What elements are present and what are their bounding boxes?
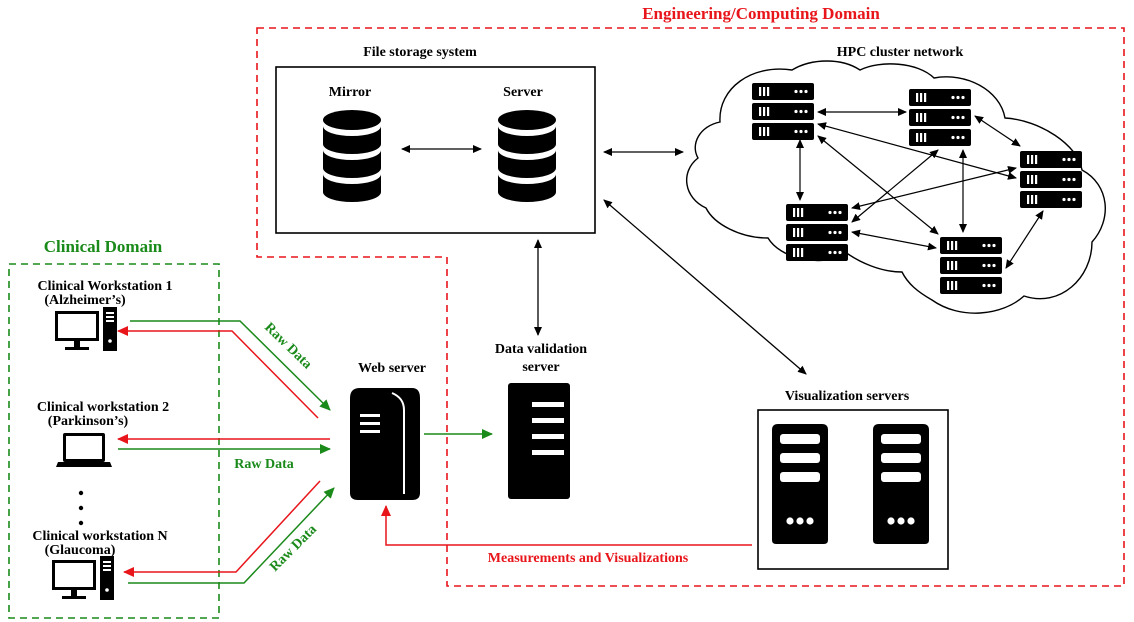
clinical-domain-title: Clinical Domain [44, 237, 163, 256]
workstation-1-condition: (Alzheimer’s) [44, 293, 126, 308]
raw-data-1-label: Raw Data [261, 320, 314, 372]
hpc-rack-e [940, 237, 1002, 294]
validation-label-line1: Data validation [495, 342, 587, 357]
workstation-1-name: Clinical Workstation 1 [37, 279, 172, 294]
hpc-rack-d [786, 204, 848, 261]
workstation-n-desktop-icon [52, 556, 114, 600]
web-server-label: Web server [358, 361, 426, 376]
workstation-1-desktop-icon [55, 307, 117, 351]
raw-data-n-arrow [128, 487, 335, 584]
workstation-2-name: Clinical workstation 2 [37, 400, 169, 415]
mirror-label: Mirror [329, 85, 372, 100]
visualization-server-2-icon [873, 424, 929, 544]
validation-label-line2: server [522, 360, 559, 375]
hpc-links [796, 108, 1044, 269]
web-server-icon [350, 388, 420, 500]
server-label: Server [503, 85, 543, 100]
workstation-2-laptop-icon [56, 433, 112, 467]
visualization-title: Visualization servers [785, 389, 910, 404]
workstation-2-condition: (Parkinson’s) [48, 414, 129, 429]
validation-server-icon [508, 383, 570, 499]
workstation-n-name: Clinical workstation N [32, 529, 167, 544]
visualization-server-1-icon [772, 424, 828, 544]
hpc-title: HPC cluster network [837, 45, 964, 60]
storage-visualization-link [603, 199, 807, 375]
storage-title: File storage system [363, 45, 477, 60]
hpc-rack-c [1020, 151, 1082, 208]
workstation-n-condition: (Glaucoma) [45, 543, 116, 558]
raw-data-2-label: Raw Data [234, 457, 294, 472]
return-1-arrow [117, 326, 319, 419]
measurements-label: Measurements and Visualizations [488, 551, 689, 566]
engineering-domain-title: Engineering/Computing Domain [642, 4, 880, 23]
return-n-arrow [123, 480, 321, 577]
clinical-domain-border [8, 263, 220, 619]
engineering-domain-border [256, 27, 1125, 587]
measurements-arrow [381, 505, 752, 546]
raw-data-1-arrow [130, 320, 331, 411]
hpc-rack-b [909, 89, 971, 146]
workstation-ellipsis [78, 490, 84, 526]
hpc-rack-a [752, 83, 814, 140]
